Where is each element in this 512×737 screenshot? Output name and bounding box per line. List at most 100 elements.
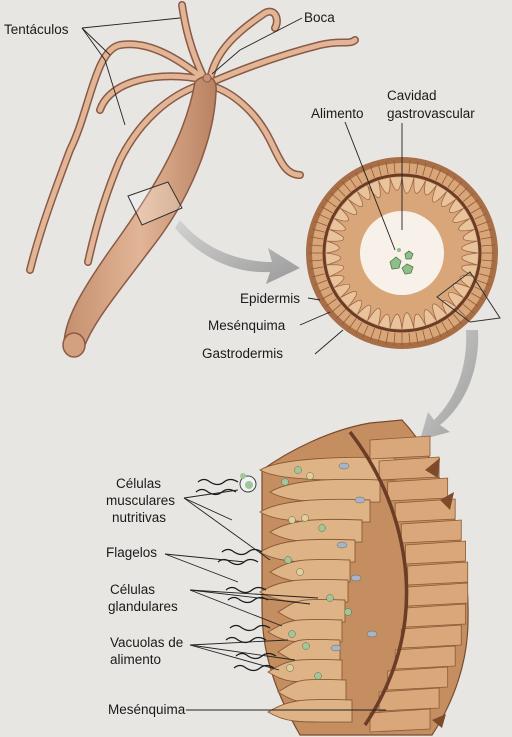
gastrodermal-villus bbox=[447, 291, 464, 307]
gastrodermal-villus bbox=[334, 208, 349, 222]
epidermal-cell bbox=[369, 435, 431, 460]
epidermal-cell bbox=[480, 236, 494, 240]
flagellum bbox=[233, 664, 275, 672]
epidermal-cell bbox=[479, 228, 492, 233]
epidermal-cell bbox=[310, 266, 324, 270]
gastrodermal-villus bbox=[325, 252, 342, 266]
body-wall-detail bbox=[195, 419, 469, 736]
epidermal-cell bbox=[309, 259, 323, 262]
gastrovascular-cavity bbox=[360, 211, 444, 295]
gastrodermal-villus bbox=[432, 303, 447, 321]
epidermal-cell bbox=[348, 318, 357, 330]
food-vacuole bbox=[301, 514, 309, 522]
label-mesenchyme-top: Mesénquima bbox=[208, 318, 286, 333]
label-gastrovascular-cavity-line2: gastrovascular bbox=[387, 106, 475, 121]
food-vacuole bbox=[326, 594, 334, 602]
vacuoles-and-granules bbox=[281, 462, 378, 680]
gastrodermal-villus bbox=[449, 199, 464, 214]
gastrodermal-villus bbox=[367, 180, 381, 199]
food-vacuole bbox=[288, 516, 296, 524]
gastrodermal-villus bbox=[340, 291, 358, 307]
food-vacuole bbox=[281, 478, 289, 486]
leader-lines bbox=[81, 17, 403, 711]
epidermal-cell bbox=[428, 165, 435, 178]
epidermal-cell bbox=[309, 244, 323, 247]
food-vacuole bbox=[302, 642, 310, 650]
epidermal-cell bbox=[477, 220, 490, 227]
arrow-to-cross-section bbox=[175, 220, 300, 284]
food-vacuole bbox=[306, 472, 314, 480]
gastrodermal-villus bbox=[413, 177, 426, 194]
epidermal-cell bbox=[377, 163, 382, 176]
epidermal-cell bbox=[317, 213, 330, 220]
flagellum bbox=[221, 548, 263, 556]
epidermal-cell bbox=[330, 304, 341, 314]
gastrodermal-villus bbox=[389, 313, 403, 330]
epidermal-cell bbox=[408, 160, 411, 174]
label-mouth: Boca bbox=[304, 10, 335, 25]
food-vacuole bbox=[286, 664, 294, 672]
hydra-organism bbox=[26, 1, 359, 358]
label-flagella: Flagelos bbox=[106, 545, 157, 560]
epidermal-cell bbox=[341, 314, 351, 325]
gland-granule bbox=[354, 496, 366, 504]
epidermal-cell bbox=[453, 181, 463, 192]
epidermal-cell bbox=[317, 286, 330, 293]
gastrodermal-villus bbox=[334, 283, 351, 298]
gland-granule bbox=[366, 630, 378, 638]
food-particles bbox=[389, 248, 414, 275]
epidermal-cell bbox=[314, 220, 327, 227]
gastrodermal-villus bbox=[329, 218, 346, 232]
epidermal-cell bbox=[415, 331, 419, 345]
arrow-to-detail bbox=[420, 330, 479, 440]
flagellum bbox=[195, 488, 237, 496]
epidermal-cell bbox=[458, 309, 469, 320]
gastrodermal-villus bbox=[357, 304, 372, 321]
epidermal-cell bbox=[335, 186, 346, 197]
label-epidermis: Epidermis bbox=[240, 291, 300, 306]
epidermal-cell bbox=[480, 266, 494, 270]
gastrodermal-villus bbox=[461, 264, 478, 277]
epidermal-cell bbox=[312, 228, 325, 233]
flagellum bbox=[227, 596, 269, 604]
flagellum bbox=[229, 624, 271, 632]
gastrodermal-villus bbox=[462, 229, 478, 242]
epidermal-cell bbox=[369, 165, 376, 178]
epidermal-cell bbox=[387, 477, 449, 502]
epidermal-cell bbox=[471, 292, 483, 300]
epidermal-cell bbox=[477, 279, 490, 286]
epidermal-cell bbox=[467, 199, 479, 208]
epidermal-cell bbox=[471, 206, 483, 214]
gastrodermal-villus bbox=[378, 177, 391, 194]
epidermal-cell bbox=[341, 181, 351, 192]
hydra-basal-disc bbox=[62, 332, 86, 358]
epidermal-cell bbox=[458, 186, 469, 197]
gastrodermal-villus bbox=[325, 240, 340, 254]
gastrodermal-villus bbox=[424, 180, 437, 196]
epidermal-cell bbox=[474, 213, 487, 220]
gastrodermal-villus bbox=[423, 309, 437, 326]
gastrodermal-villus bbox=[326, 264, 345, 277]
epidermal-cell bbox=[481, 259, 495, 262]
epidermal-cell bbox=[314, 279, 327, 286]
label-gland-cells-line2: glandulares bbox=[108, 599, 178, 614]
gastrodermal-villus bbox=[458, 218, 475, 232]
epidermal-cell bbox=[378, 456, 440, 481]
epidermal-cell bbox=[385, 161, 389, 175]
mesoglea-line bbox=[348, 430, 409, 726]
gastrodermal-villus bbox=[461, 252, 479, 266]
epidermal-cell bbox=[467, 298, 479, 307]
gastrodermal-villus bbox=[378, 313, 391, 329]
epidermal-cell bbox=[321, 292, 333, 300]
label-food: Alimento bbox=[311, 106, 364, 121]
epidermal-cell bbox=[405, 540, 466, 565]
gastrodermal-cell bbox=[267, 698, 353, 723]
epidermal-cell bbox=[394, 645, 456, 670]
gastrodermal-cells bbox=[259, 456, 396, 723]
label-gastrovascular-cavity-line1: Cavidad bbox=[387, 88, 437, 103]
gastrodermal-villus bbox=[432, 185, 447, 203]
epidermal-cell bbox=[312, 273, 325, 278]
epidermal-cell bbox=[463, 192, 474, 202]
epidermal-cell bbox=[481, 244, 495, 247]
